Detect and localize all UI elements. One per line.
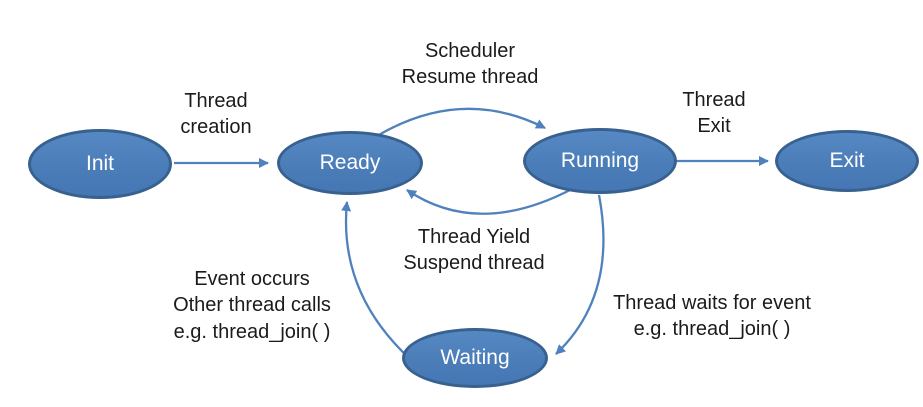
state-label-exit: Exit [829,149,865,172]
state-label-waiting: Waiting [440,346,510,369]
state-label-running: Running [560,149,640,172]
state-label-ready: Ready [319,151,381,174]
edge-label-event-occurs: Event occurs Other thread calls e.g. thr… [173,268,331,343]
state-node-running: Running [523,128,677,194]
edge-running-to-ready-arrow [406,187,573,215]
state-node-init: Init [28,129,172,199]
state-label-init: Init [85,152,114,175]
edge-label-thread-creation: Thread creation [180,90,252,139]
state-node-ready: Ready [277,131,423,195]
state-node-exit: Exit [775,130,919,192]
state-node-waiting: Waiting [402,328,548,388]
edge-ready-to-running-arrow [376,107,546,137]
edge-waiting-to-ready-arrow [341,201,411,360]
edge-label-scheduler-resume: Scheduler Resume thread [401,40,539,89]
edge-label-thread-exit: Thread Exit [682,89,746,138]
edge-running-to-waiting-arrow [555,194,605,355]
edge-label-yield-suspend: Thread Yield Suspend thread [403,226,545,275]
edge-label-thread-waits: Thread waits for event e.g. thread_join(… [613,292,811,341]
